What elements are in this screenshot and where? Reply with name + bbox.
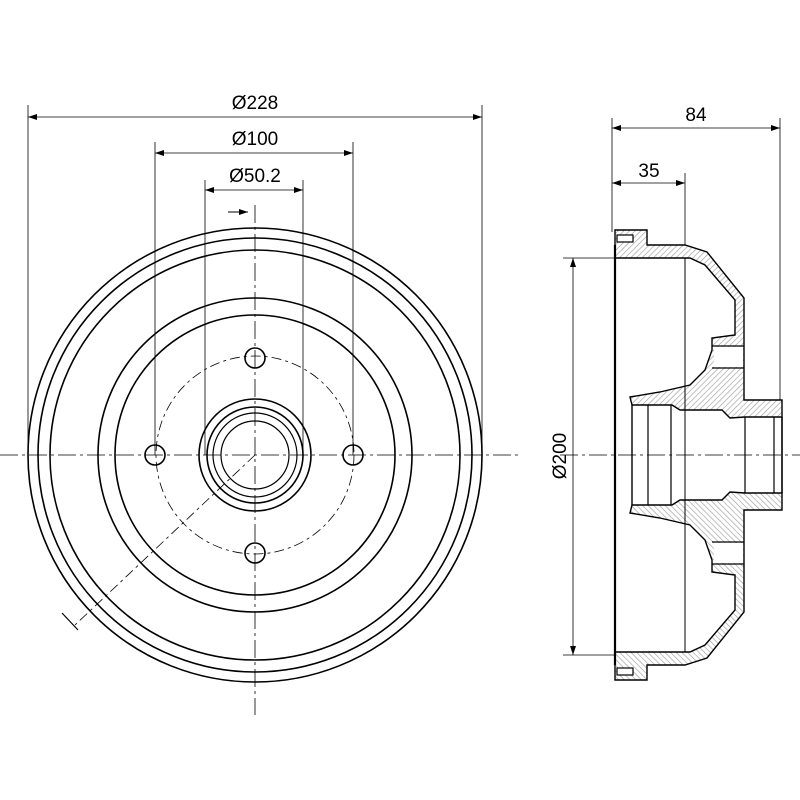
- section-line: [74, 454, 256, 626]
- dimension-bolt-circle: Ø100: [232, 129, 278, 150]
- dimension-center-bore: Ø50.2: [229, 166, 281, 187]
- spline-outer-circle: [212, 412, 298, 498]
- front-view: [0, 205, 520, 715]
- hub-outer-circle: [198, 398, 312, 512]
- side-dimensions: [563, 118, 781, 656]
- section-mark: [61, 612, 79, 631]
- drum-rim-circle: [37, 237, 473, 673]
- dimension-overall-height: 84: [685, 105, 707, 126]
- section-half: [614, 229, 783, 419]
- dimension-drum-inner-diameter: Ø200: [550, 433, 571, 479]
- spline-inner-circle: [220, 420, 290, 490]
- drum-inner-circle: [49, 249, 461, 661]
- bolt-hole: [244, 347, 266, 369]
- front-dimensions: [27, 105, 483, 455]
- hub-face-circle: [97, 297, 413, 613]
- side-view: [560, 229, 800, 681]
- dimension-outer-diameter: Ø228: [232, 93, 278, 114]
- dimension-flange-offset: 35: [638, 161, 659, 182]
- bolt-circle: [155, 355, 355, 555]
- hub-step-circle: [114, 314, 396, 596]
- bolt-hole: [244, 542, 266, 564]
